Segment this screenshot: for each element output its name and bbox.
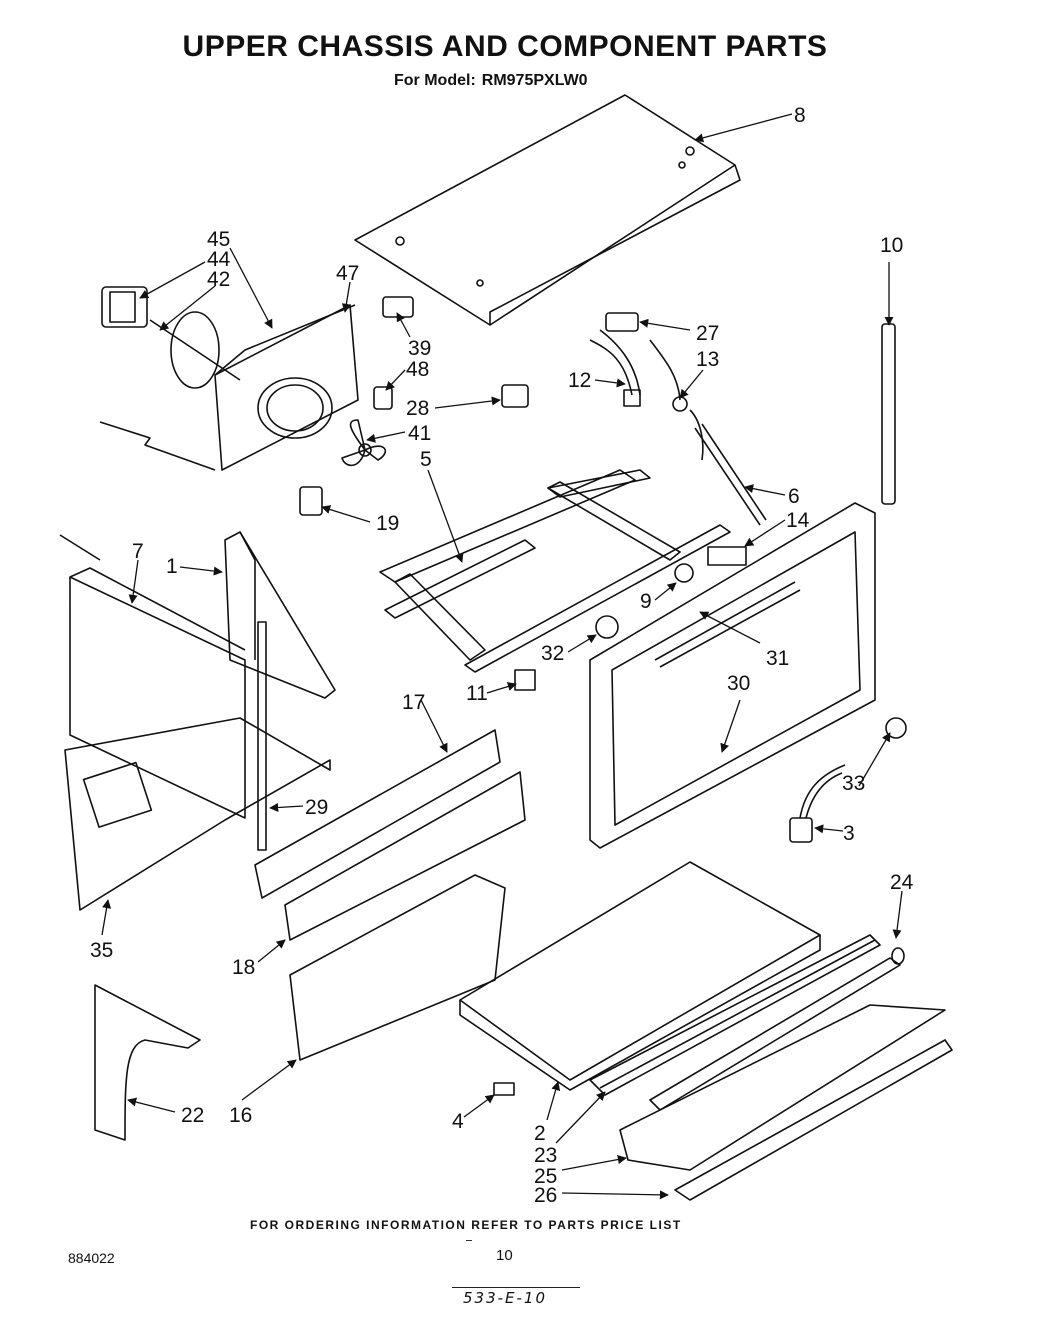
top-panel-part — [354, 94, 741, 326]
callout-11: 11 — [466, 682, 488, 705]
callout-28: 28 — [406, 397, 429, 420]
callout-5: 5 — [420, 448, 432, 471]
callout-16: 16 — [229, 1104, 252, 1127]
fan-blade-part — [341, 419, 387, 467]
socket-3-part — [789, 764, 846, 843]
callout-32: 32 — [541, 642, 564, 665]
callout-labels: 8 45 44 42 47 10 39 48 27 12 13 28 41 5 … — [90, 104, 914, 1207]
callout-19: 19 — [376, 512, 399, 535]
callout-31: 31 — [766, 647, 789, 670]
callout-33: 33 — [842, 772, 865, 795]
callout-30: 30 — [727, 672, 750, 695]
callout-6: 6 — [788, 485, 800, 508]
callout-18: 18 — [232, 956, 255, 979]
callout-22: 22 — [181, 1104, 204, 1127]
model-line: For Model: RM975PXLW0 — [388, 72, 588, 90]
page-number: 10 — [496, 1247, 513, 1264]
callout-1: 1 — [166, 555, 178, 578]
knob-32-part — [595, 615, 619, 639]
base-tray-part — [459, 861, 821, 1091]
lamp-tube-part — [589, 934, 905, 1111]
divider — [466, 1240, 472, 1241]
ordering-note: FOR ORDERING INFORMATION REFER TO PARTS … — [250, 1218, 682, 1232]
callout-2: 2 — [534, 1122, 546, 1145]
bracket-19-part — [299, 486, 323, 516]
callout-12: 12 — [568, 369, 591, 392]
callout-4: 4 — [452, 1110, 464, 1133]
handwritten-code: 533-E-10 — [463, 1289, 548, 1307]
callout-39: 39 — [408, 337, 431, 360]
door-frame-part — [589, 502, 876, 849]
callout-47: 47 — [336, 262, 359, 285]
bracket-14-part — [707, 546, 747, 566]
handwritten-underline — [452, 1287, 580, 1288]
wiring-part — [589, 329, 704, 461]
strip-17-part — [254, 729, 501, 899]
model-number: RM975PXLW0 — [481, 72, 588, 89]
knob-9-part — [674, 563, 694, 583]
callout-42: 42 — [207, 268, 230, 291]
document-number: 884022 — [68, 1250, 115, 1266]
side-panel-7-part — [59, 421, 246, 819]
strip-29-part — [257, 621, 267, 851]
callout-29: 29 — [305, 796, 328, 819]
callout-10: 10 — [880, 234, 903, 257]
strip-26-part — [674, 1039, 953, 1201]
callout-44: 44 — [207, 248, 231, 271]
button-33-part — [885, 717, 907, 739]
callout-27: 27 — [696, 322, 719, 345]
page-title: UPPER CHASSIS AND COMPONENT PARTS — [182, 30, 828, 63]
bracket-28-part — [501, 384, 529, 408]
clip-4-part — [493, 1082, 515, 1096]
side-strip-part — [881, 323, 896, 505]
reflector-25-part — [619, 1004, 946, 1171]
callout-35: 35 — [90, 939, 113, 962]
callout-25: 25 — [534, 1165, 557, 1188]
rod-6-part — [694, 427, 761, 526]
callout-17: 17 — [402, 691, 425, 714]
callout-14: 14 — [786, 509, 810, 532]
bracket-27-part — [605, 312, 639, 332]
callout-23: 23 — [534, 1144, 557, 1167]
frame-5-part — [379, 469, 731, 673]
callout-24: 24 — [890, 871, 914, 894]
clip-48-part — [373, 386, 393, 410]
bracket-11-part — [514, 669, 536, 691]
callout-26: 26 — [534, 1184, 557, 1207]
callout-9: 9 — [640, 590, 652, 613]
callout-7: 7 — [132, 540, 144, 563]
callout-48: 48 — [406, 358, 429, 381]
fan-shroud-part — [214, 304, 359, 471]
bracket-1-part — [224, 531, 336, 699]
callout-13: 13 — [696, 348, 719, 371]
panel-16-part — [289, 874, 506, 1061]
panel-18-part — [284, 771, 526, 941]
model-label: For Model: — [394, 72, 476, 89]
callout-45: 45 — [207, 228, 230, 251]
callout-41: 41 — [408, 422, 431, 445]
callout-8: 8 — [794, 104, 806, 127]
callout-3: 3 — [843, 822, 855, 845]
deflector-22-part — [94, 984, 201, 1141]
side-wall-35-part — [64, 717, 331, 911]
